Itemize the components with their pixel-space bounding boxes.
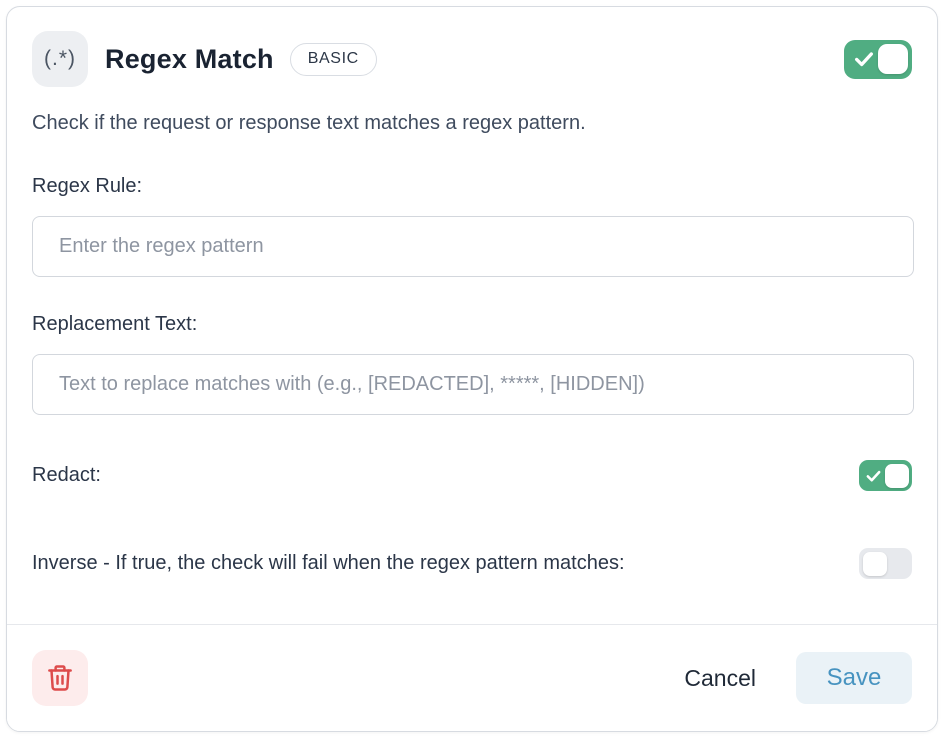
dialog-description: Check if the request or response text ma… <box>32 112 586 134</box>
save-button[interactable]: Save <box>796 652 912 704</box>
regex-icon: (.*) <box>32 31 88 87</box>
check-icon <box>866 470 881 482</box>
dialog-header: (.*) Regex Match BASIC <box>32 31 912 87</box>
regex-rule-label: Regex Rule: <box>32 175 143 197</box>
inverse-label: Inverse - If true, the check will fail w… <box>32 552 625 574</box>
check-icon <box>855 52 873 67</box>
redact-toggle[interactable] <box>859 460 912 491</box>
regex-rule-input[interactable] <box>32 216 914 277</box>
page-title: Regex Match <box>105 43 274 74</box>
basic-badge: BASIC <box>289 42 377 76</box>
delete-button[interactable] <box>32 650 88 706</box>
regex-match-dialog: (.*) Regex Match BASIC Check if the requ… <box>6 6 938 732</box>
toggle-knob <box>885 463 909 488</box>
inverse-toggle[interactable] <box>859 548 912 579</box>
guardrail-enabled-toggle[interactable] <box>844 39 912 79</box>
regex-icon-glyph: (.*) <box>44 47 76 70</box>
inverse-row: Inverse - If true, the check will fail w… <box>32 548 912 579</box>
redact-row: Redact: <box>32 460 912 491</box>
dialog-footer: Cancel Save <box>7 624 937 731</box>
replacement-text-label: Replacement Text: <box>32 313 198 335</box>
toggle-knob <box>878 44 908 74</box>
replacement-text-input[interactable] <box>32 354 914 415</box>
cancel-button[interactable]: Cancel <box>678 655 762 702</box>
trash-icon <box>48 665 72 691</box>
dialog-body: (.*) Regex Match BASIC Check if the requ… <box>7 7 937 624</box>
redact-label: Redact: <box>32 464 101 486</box>
toggle-knob <box>863 551 887 576</box>
